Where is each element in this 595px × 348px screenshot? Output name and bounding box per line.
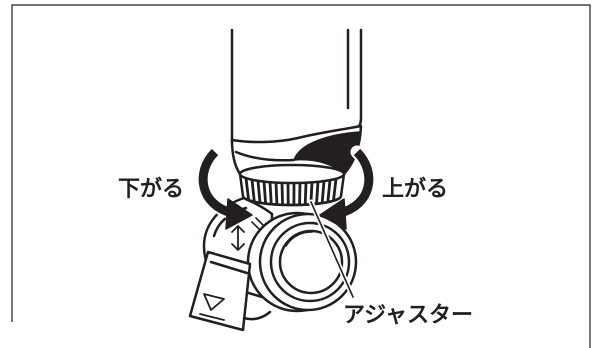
raise-arrowhead-icon bbox=[319, 198, 347, 230]
label-lower: 下がる bbox=[118, 176, 184, 202]
knurl-ridge bbox=[256, 180, 262, 203]
base-tab bbox=[242, 310, 272, 321]
frame-border bbox=[11, 4, 591, 348]
knurl-ridge bbox=[268, 182, 273, 205]
label-adjuster: アジャスター bbox=[343, 303, 473, 328]
caster-wheel bbox=[246, 211, 358, 313]
knurl-ridge bbox=[320, 180, 326, 204]
knurl-ridge bbox=[274, 182, 279, 205]
adjuster-ring bbox=[238, 163, 346, 207]
ring-knurling bbox=[244, 178, 338, 206]
knurl-ridge bbox=[332, 178, 338, 201]
lower-arrow-band bbox=[198, 148, 234, 218]
brake-lever bbox=[188, 250, 272, 332]
wheel-inner-ring bbox=[269, 221, 351, 303]
knurl-ridge bbox=[326, 180, 332, 203]
knurl-ridge bbox=[262, 181, 268, 204]
housing-double-arrow-icon bbox=[231, 225, 245, 251]
lower-arrowhead-icon bbox=[225, 198, 253, 230]
knurl-ridge bbox=[250, 179, 256, 202]
ring-bottom-edge bbox=[241, 194, 343, 207]
ring-front-edge bbox=[238, 172, 346, 185]
lever-triangle-icon bbox=[203, 293, 225, 311]
knurl-ridge bbox=[244, 178, 251, 201]
lever-plate bbox=[188, 250, 252, 332]
wheel-hub bbox=[278, 229, 344, 295]
knurl-ridge bbox=[303, 182, 308, 205]
raise-rotation-arrow bbox=[319, 145, 376, 230]
leader-line bbox=[310, 201, 354, 298]
lever-hinge-line bbox=[209, 260, 249, 275]
label-raise: 上がる bbox=[382, 176, 448, 202]
collar-contour bbox=[234, 150, 296, 162]
wheel-hub-shade bbox=[285, 231, 313, 247]
raise-arrow-band bbox=[338, 148, 374, 218]
lower-rotation-arrow bbox=[196, 145, 253, 230]
lever-line-mark bbox=[199, 313, 225, 321]
leg-collar bbox=[230, 124, 363, 176]
knurl-ridge bbox=[280, 182, 284, 205]
adjuster-leader bbox=[308, 199, 356, 300]
knurl-ridge bbox=[315, 181, 320, 204]
